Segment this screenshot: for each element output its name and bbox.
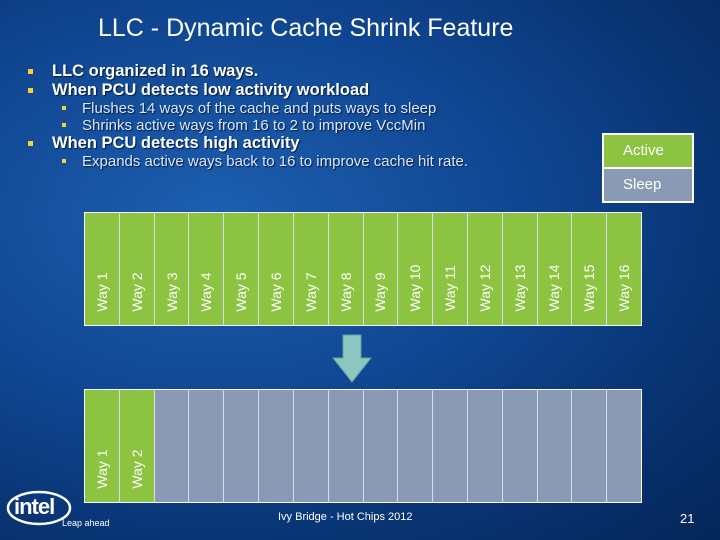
bottom-way-4 xyxy=(189,390,225,502)
top-way-1: Way 1 xyxy=(85,213,120,325)
top-way-label: Way 12 xyxy=(476,264,493,311)
bullet-high-activity: When PCU detects high activity xyxy=(24,134,624,153)
down-arrow-icon xyxy=(332,334,372,383)
intel-logo: intel Leap ahead xyxy=(6,488,110,537)
bottom-way-12 xyxy=(467,390,503,502)
top-way-label: Way 10 xyxy=(407,264,424,311)
sub-bullet-flush: Flushes 14 ways of the cache and puts wa… xyxy=(24,100,624,117)
top-way-label: Way 3 xyxy=(163,271,180,312)
bottom-way-2: Way 2 xyxy=(119,390,155,502)
logo-word: intel xyxy=(14,494,55,519)
bottom-way-3 xyxy=(154,390,190,502)
bottom-way-1: Way 1 xyxy=(85,390,120,502)
bottom-way-5 xyxy=(224,390,260,502)
bullet-llc-ways: LLC organized in 16 ways. xyxy=(24,62,624,81)
legend-sleep: Sleep xyxy=(604,169,692,201)
top-way-label: Way 8 xyxy=(337,271,354,312)
bottom-way-13 xyxy=(502,390,538,502)
top-way-13: Way 13 xyxy=(502,213,538,325)
bottom-way-11 xyxy=(433,390,468,502)
top-way-14: Way 14 xyxy=(537,213,573,325)
bottom-way-8 xyxy=(328,390,364,502)
top-way-12: Way 12 xyxy=(467,213,503,325)
top-way-label: Way 6 xyxy=(267,271,284,312)
footer-text: Ivy Bridge - Hot Chips 2012 xyxy=(278,511,413,523)
top-way-label: Way 11 xyxy=(442,265,459,311)
bottom-way-16 xyxy=(607,390,641,502)
top-way-7: Way 7 xyxy=(293,213,329,325)
top-way-2: Way 2 xyxy=(119,213,155,325)
top-way-label: Way 13 xyxy=(511,264,528,311)
legend: Active Sleep xyxy=(602,133,694,203)
top-way-16: Way 16 xyxy=(607,213,641,325)
sub-bullet-shrink: Shrinks active ways from 16 to 2 to impr… xyxy=(24,117,624,134)
bottom-way-7 xyxy=(293,390,329,502)
top-way-6: Way 6 xyxy=(259,213,294,325)
top-way-11: Way 11 xyxy=(433,213,468,325)
legend-active: Active xyxy=(604,135,692,167)
top-way-label: Way 2 xyxy=(128,271,145,312)
bottom-way-label: Way 2 xyxy=(128,448,145,489)
bottom-way-9 xyxy=(363,390,399,502)
bottom-way-10 xyxy=(398,390,434,502)
bullet-low-activity: When PCU detects low activity workload xyxy=(24,81,624,100)
top-way-4: Way 4 xyxy=(189,213,225,325)
page-number: 21 xyxy=(680,511,695,526)
top-way-label: Way 16 xyxy=(616,264,633,311)
cache-ways-full: Way 1 Way 2 Way 3 Way 4 Way 5 Way 6 Way 7 Way 8… xyxy=(84,212,642,326)
bullet-list: LLC organized in 16 ways. When PCU detec… xyxy=(24,62,624,170)
bottom-way-15 xyxy=(572,390,608,502)
top-way-5: Way 5 xyxy=(224,213,260,325)
top-way-label: Way 7 xyxy=(302,271,319,312)
top-way-9: Way 9 xyxy=(363,213,399,325)
sub-bullet-expand: Expands active ways back to 16 to improv… xyxy=(24,153,624,170)
top-way-label: Way 14 xyxy=(546,264,563,311)
top-way-8: Way 8 xyxy=(328,213,364,325)
top-way-label: Way 1 xyxy=(93,271,110,312)
top-way-label: Way 15 xyxy=(581,264,598,311)
bottom-way-6 xyxy=(259,390,294,502)
bottom-way-14 xyxy=(537,390,573,502)
logo-tagline: Leap ahead xyxy=(62,518,110,528)
bottom-way-label: Way 1 xyxy=(93,448,110,489)
top-way-15: Way 15 xyxy=(572,213,608,325)
top-way-label: Way 5 xyxy=(233,271,250,312)
top-way-10: Way 10 xyxy=(398,213,434,325)
cache-ways-shrunk: Way 1 Way 2 xyxy=(84,389,642,503)
slide-title: LLC - Dynamic Cache Shrink Feature xyxy=(98,14,514,42)
top-way-label: Way 9 xyxy=(372,271,389,312)
top-way-label: Way 4 xyxy=(198,271,215,312)
top-way-3: Way 3 xyxy=(154,213,190,325)
